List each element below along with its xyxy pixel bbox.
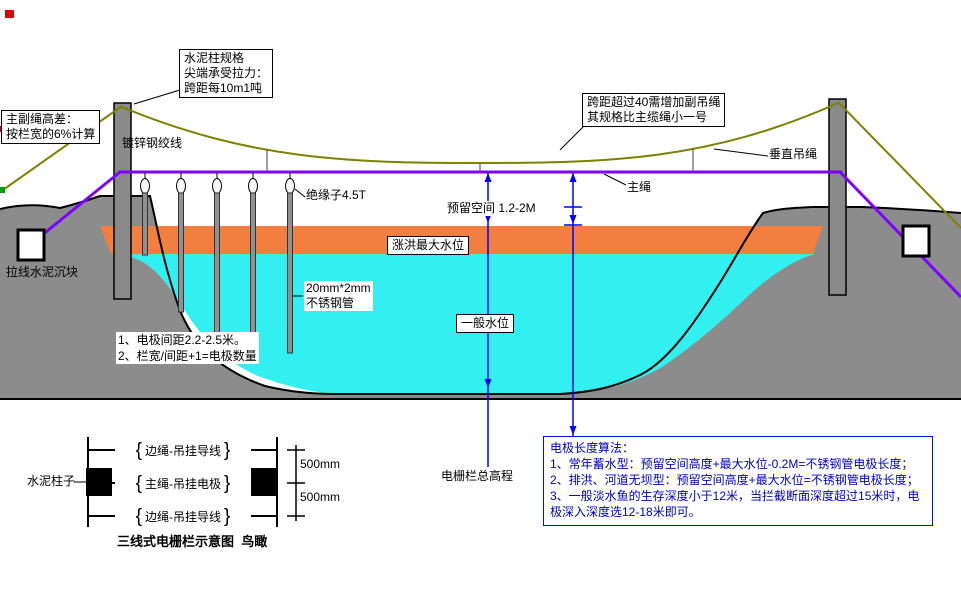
insulator-icon (212, 178, 222, 194)
plan-row-label-bottom: { 边绳-吊挂导线 } (115, 506, 251, 527)
algorithm-item-1: 1、常年蓄水型：预留空间高度+最大水位-0.2M=不锈钢管电极长度； (550, 457, 914, 471)
algorithm-item-2: 2、排洪、河道无坝型：预留空间高度+最大水位=不锈钢管电极长度； (550, 473, 919, 487)
plan-row-top-text: 边绳-吊挂导线 (145, 444, 221, 458)
insulator-icon (140, 178, 150, 194)
plan-pillar-label: 水泥柱子 (27, 474, 76, 488)
plan-row-label-top: { 边绳-吊挂导线 } (115, 440, 251, 461)
brace-close: } (224, 440, 231, 461)
span-note-callout: 跨距超过40需增加副吊绳 其规格比主缆绳小一号 (582, 93, 726, 127)
brace-close: } (224, 506, 231, 527)
terrain-fill (0, 196, 961, 399)
spacing-label-1: 500mm (300, 457, 341, 471)
insulator-icon (285, 178, 295, 194)
span-note-line1: 跨距超过40需增加副吊绳 (587, 95, 721, 109)
right-cable-guy (837, 101, 961, 229)
left-cable-guy (0, 105, 123, 193)
steel-tube-label: 20mm*2mm 不锈钢管 (304, 281, 373, 311)
suspension-cable (121, 102, 839, 165)
diagram-caption: 三线式电栅栏示意图 鸟瞰 (117, 534, 268, 549)
brace-open: { (135, 473, 142, 494)
right-post (828, 98, 847, 296)
plan-pillar-right (251, 468, 277, 496)
algorithm-item-3: 3、一般淡水鱼的生存深度小于12米，当拦截断面深度超过15米时，电极深入深度选1… (550, 489, 920, 519)
rope-height-diff-callout: 主副绳高差： 按栏宽的6%计算 (1, 110, 101, 144)
plan-row-middle-text: 主绳-吊挂电极 (145, 477, 221, 491)
terrain-profile-line (0, 195, 961, 395)
algorithm-title: 电极长度算法： (550, 441, 635, 455)
normal-level-label: 一般水位 (456, 314, 515, 333)
leader-pillar-spec (133, 89, 181, 105)
plan-row-label-middle: { 主绳-吊挂电极 } (115, 473, 251, 494)
right-anchor-block (901, 224, 931, 258)
brace-open: { (135, 506, 142, 527)
leader-vertical-rope (713, 148, 769, 157)
pillar-spec-line2: 尖端承受拉力： (184, 66, 269, 80)
left-rope-guy (35, 170, 121, 242)
reserved-space-label: 预留空间 1.2-2M (445, 201, 538, 216)
electrode-5 (285, 172, 295, 354)
spacing-measure (287, 445, 305, 521)
vertical-rope-label: 垂直吊绳 (769, 147, 818, 161)
brace-open: { (135, 440, 142, 461)
electrode-notes: 1、电极间距2.2-2.5米。 2、栏宽/间距+1=电极数量 (116, 332, 259, 364)
rope-height-line1: 主副绳高差： (6, 112, 79, 126)
electrode-note-2: 2、栏宽/间距+1=电极数量 (118, 349, 257, 363)
pillar-spec-line1: 水泥柱规格 (184, 51, 245, 65)
plan-row-bottom-text: 边绳-吊挂导线 (145, 510, 221, 524)
insulator-icon (248, 178, 258, 194)
electrode-1 (140, 172, 150, 256)
flood-level-label: 涨洪最大水位 (387, 236, 470, 255)
electrode-2 (176, 172, 186, 313)
red-mark-top-left (5, 10, 14, 18)
span-note-line2: 其规格比主缆绳小一号 (587, 110, 708, 124)
brace-close: } (224, 473, 231, 494)
left-anchor-block (16, 228, 46, 262)
leader-span-note (559, 126, 584, 151)
leader-insulator (294, 188, 306, 198)
right-rope-guy (838, 170, 961, 299)
plan-pillar-left (86, 468, 112, 496)
pillar-spec-callout: 水泥柱规格 尖端承受拉力： 跨距每10m1吨 (179, 49, 274, 98)
electrode-note-1: 1、电极间距2.2-2.5米。 (118, 333, 247, 347)
leader-main-rope (603, 173, 627, 186)
rope-height-line2: 按栏宽的6%计算 (6, 127, 96, 141)
electrode-length-measure-line (564, 172, 582, 436)
spacing-label-2: 500mm (300, 490, 341, 504)
galvanized-wire-label: 镀锌钢绞线 (122, 136, 183, 150)
insulator-label: 绝缘子4.5T (306, 188, 367, 202)
left-post (113, 102, 132, 300)
green-mark-left-edge (0, 187, 5, 193)
pillar-spec-line3: 跨距每10m1吨 (184, 81, 263, 95)
steel-tube-line2: 不锈钢管 (306, 296, 355, 310)
insulator-icon (176, 178, 186, 194)
fence-elevation-label: 电栅栏总高程 (441, 469, 514, 483)
main-rope-label: 主绳 (627, 180, 652, 194)
anchor-block-label: 拉线水泥沉块 (6, 265, 79, 279)
steel-tube-line1: 20mm*2mm (306, 281, 371, 295)
electrode-length-algorithm-box: 电极长度算法： 1、常年蓄水型：预留空间高度+最大水位-0.2M=不锈钢管电极长… (543, 436, 933, 526)
